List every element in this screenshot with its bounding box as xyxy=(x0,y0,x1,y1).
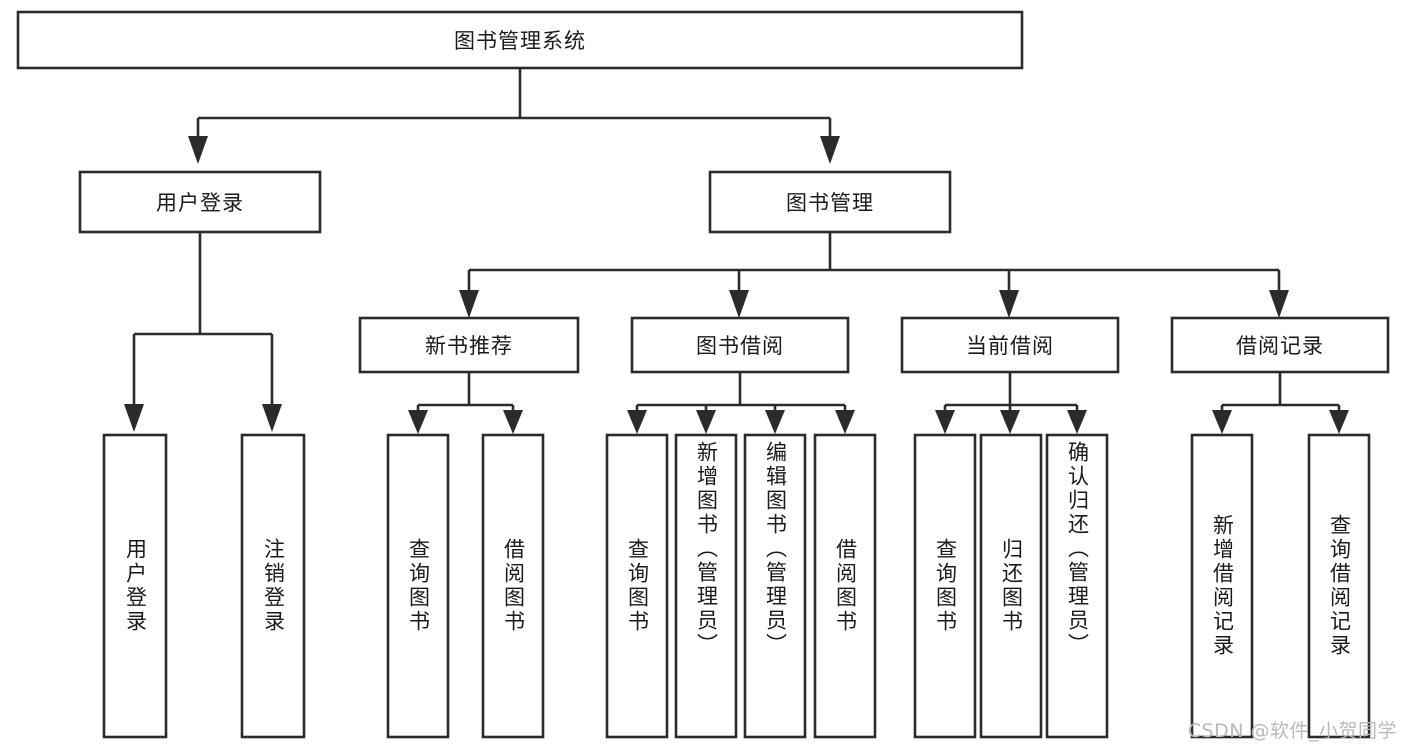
arrowhead-bookborrow-leaf-3 xyxy=(765,410,785,434)
arrowhead-bookmanage-child-3 xyxy=(999,290,1019,318)
node-leaf-add-book-box[interactable] xyxy=(674,433,738,739)
arrowhead-newbookrec-leaf-2 xyxy=(503,410,523,434)
node-leaf-logout-box[interactable] xyxy=(240,433,306,739)
arrowhead-currentborrow-leaf-3 xyxy=(1067,410,1087,434)
arrowhead-bookborrow-leaf-1 xyxy=(627,410,647,434)
node-leaf-query-book-a-box[interactable] xyxy=(386,433,450,739)
arrowhead-userlogin-leaf-2 xyxy=(262,404,282,432)
node-leaf-query-record-box[interactable] xyxy=(1307,433,1371,739)
node-leaf-query-book-c-box[interactable] xyxy=(913,433,977,739)
arrowhead-currentborrow-leaf-2 xyxy=(1000,410,1020,434)
node-leaf-return-book-box[interactable] xyxy=(979,433,1043,739)
node-leaf-query-book-b-box[interactable] xyxy=(605,433,669,739)
arrowhead-newbookrec-leaf-1 xyxy=(408,410,428,434)
node-leaf-borrow-book-a-box[interactable] xyxy=(481,433,545,739)
arrowhead-root-to-userlogin xyxy=(188,136,208,164)
arrowhead-bookborrow-leaf-4 xyxy=(835,410,855,434)
arrowhead-borrowrecord-leaf-1 xyxy=(1212,410,1232,434)
arrowhead-currentborrow-leaf-1 xyxy=(935,410,955,434)
arrowhead-bookmanage-child-1 xyxy=(459,290,479,318)
node-current-borrow-box[interactable] xyxy=(900,316,1120,374)
arrowhead-bookmanage-child-4 xyxy=(1269,290,1289,318)
node-book-manage-box[interactable] xyxy=(708,170,952,234)
node-user-login-box[interactable] xyxy=(78,170,322,234)
arrowhead-bookborrow-leaf-2 xyxy=(696,410,716,434)
node-leaf-user-login-box[interactable] xyxy=(102,433,168,739)
arrowhead-bookmanage-child-2 xyxy=(729,290,749,318)
node-leaf-borrow-book-b-box[interactable] xyxy=(813,433,877,739)
arrowhead-root-to-bookmanage xyxy=(820,136,840,164)
node-leaf-add-record-box[interactable] xyxy=(1190,433,1254,739)
node-borrow-record-box[interactable] xyxy=(1170,316,1390,374)
node-new-book-rec-box[interactable] xyxy=(358,316,580,374)
node-root-box[interactable] xyxy=(16,10,1024,70)
arrowhead-userlogin-leaf-1 xyxy=(124,404,144,432)
node-book-borrow-box[interactable] xyxy=(630,316,850,374)
arrowhead-borrowrecord-leaf-2 xyxy=(1329,410,1349,434)
node-leaf-edit-book-box[interactable] xyxy=(743,433,807,739)
node-leaf-confirm-return-box[interactable] xyxy=(1045,433,1109,739)
